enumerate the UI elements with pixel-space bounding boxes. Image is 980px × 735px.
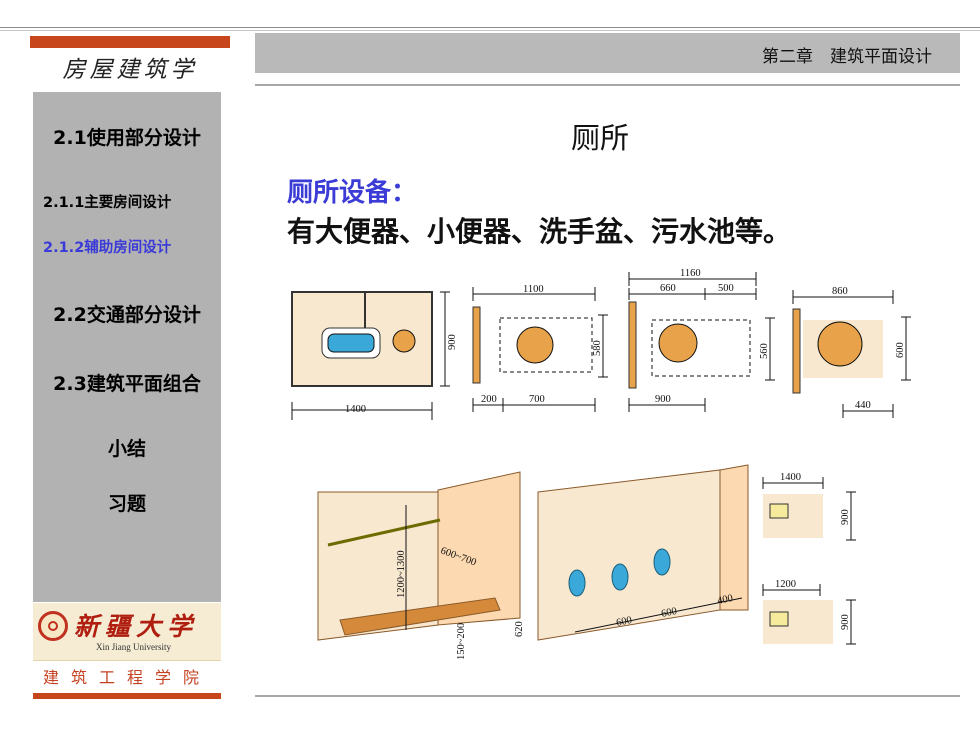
plan-stall-4 [792,290,911,418]
nav-item-2-1-2[interactable]: 2.1.2辅助房间设计 [43,240,172,256]
top-rule-secondary [0,30,980,31]
college-name: 建筑工程学院 [42,668,211,687]
subtitle: 厕所设备： [287,178,418,208]
perspective-urinals [537,464,749,641]
dim-900-d: 900 [840,614,851,630]
plan-stall-3 [628,272,775,412]
nav-item-2-2[interactable]: 2.2交通部分设计 [53,304,201,326]
dim-660: 660 [660,283,676,294]
dim-150-200: 150~200 [456,623,467,660]
dim-1200: 1200 [775,579,796,590]
plan-stall-2 [472,287,608,412]
dim-600-b: 600 [615,615,633,629]
dim-900-c: 900 [840,509,851,525]
dim-580: 580 [592,340,603,356]
plan-stall-1 [291,291,450,420]
header-rule [255,84,960,86]
urinal-plan-1 [762,477,856,541]
dim-1400-b: 1400 [780,472,801,483]
dim-860: 860 [832,286,848,297]
dim-200: 200 [481,394,497,405]
dim-620: 620 [514,621,525,637]
sidebar [33,92,221,602]
sidebar-bottom-bar [33,693,221,699]
dim-560: 560 [759,343,770,359]
urinal-plan-2 [762,584,856,645]
nav-item-2-3[interactable]: 2.3建筑平面组合 [53,373,201,395]
nav-item-summary[interactable]: 小结 [107,438,146,460]
dim-900-a: 900 [447,334,458,350]
dim-500: 500 [718,283,734,294]
footer-rule [255,695,960,697]
dim-440: 440 [855,400,871,411]
top-rule [0,27,980,28]
university-seal-icon [38,611,68,641]
dim-700: 700 [529,394,545,405]
university-name-en: Xin Jiang University [96,642,171,652]
dim-1400-a: 1400 [345,404,366,415]
dim-600-a: 600 [895,342,906,358]
nav-item-exercises[interactable]: 习题 [107,493,146,515]
chapter-title: 第二章 建筑平面设计 [762,47,932,67]
course-title: 房屋建筑学 [62,57,198,83]
slide-title: 厕所 [570,121,629,155]
perspective-stall [317,471,521,641]
dim-600-c: 600 [660,606,678,620]
university-name-cn: 新疆大学 [74,612,199,641]
description: 有大便器、小便器、洗手盆、污水池等。 [287,215,792,248]
dim-400: 400 [716,593,734,607]
header-bar: 第二章 建筑平面设计 [255,33,960,73]
nav-item-2-1[interactable]: 2.1使用部分设计 [53,127,201,149]
dim-1160: 1160 [680,268,701,279]
nav-item-2-1-1[interactable]: 2.1.1主要房间设计 [43,195,172,211]
dim-1100: 1100 [523,284,544,295]
sidebar-accent-bar [30,36,230,48]
dim-1200-1300: 1200~1300 [396,550,407,598]
dim-900-b: 900 [655,394,671,405]
